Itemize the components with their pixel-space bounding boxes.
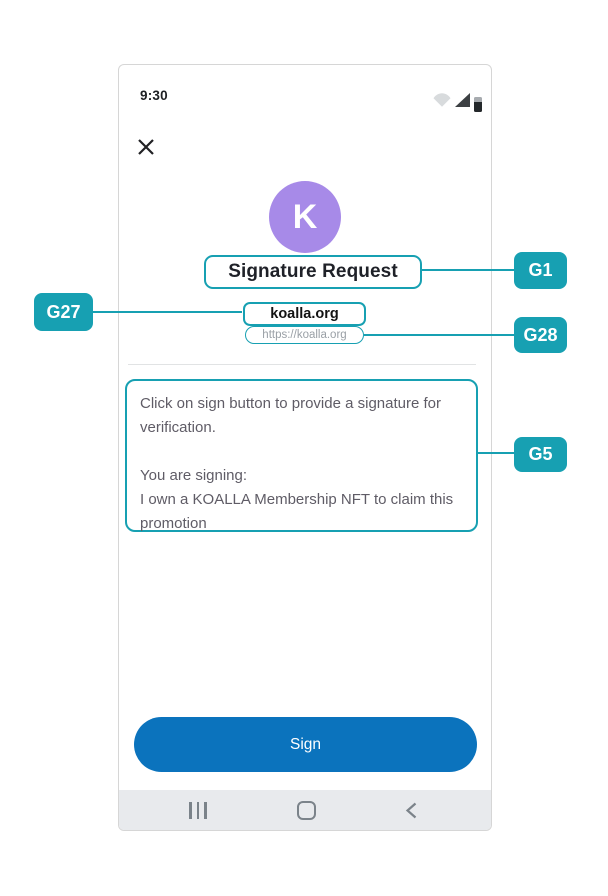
signing-message: Click on sign button to provide a signat… (125, 379, 478, 532)
g27-connector-line (93, 311, 242, 313)
g5-connector-line (477, 452, 514, 454)
avatar-letter: K (292, 197, 318, 236)
cellular-signal-icon (455, 93, 470, 112)
sign-button[interactable]: Sign (134, 717, 477, 772)
g28-connector-line (364, 334, 514, 336)
site-url: https://koalla.org (245, 326, 364, 344)
site-avatar: K (269, 181, 341, 253)
annotation-tag-g28: G28 (514, 317, 567, 353)
site-name-text: koalla.org (270, 306, 339, 322)
battery-icon (474, 97, 482, 112)
status-time: 9:30 (140, 88, 168, 103)
annotation-tag-g27: G27 (34, 293, 93, 331)
site-name: koalla.org (243, 302, 366, 326)
g1-connector-line (421, 269, 514, 271)
site-url-text: https://koalla.org (262, 329, 347, 341)
wifi-icon (433, 93, 451, 112)
annotation-tag-g1: G1 (514, 252, 567, 289)
close-icon (138, 139, 154, 155)
signature-request-title: Signature Request (204, 255, 422, 289)
back-chevron-icon (405, 802, 417, 819)
back-button[interactable] (405, 802, 417, 819)
status-icons (433, 93, 482, 112)
recents-icon (189, 802, 192, 819)
home-button[interactable] (297, 801, 316, 820)
sign-button-label: Sign (289, 735, 322, 753)
annotation-tag-g5: G5 (514, 437, 567, 472)
title-text: Signature Request (228, 261, 398, 282)
close-button[interactable] (135, 136, 157, 158)
recents-button[interactable] (189, 802, 207, 819)
divider (128, 364, 476, 365)
phone-screen: 9:30 K Signature Request koalla.org http… (118, 64, 492, 831)
android-nav-bar (119, 790, 491, 830)
